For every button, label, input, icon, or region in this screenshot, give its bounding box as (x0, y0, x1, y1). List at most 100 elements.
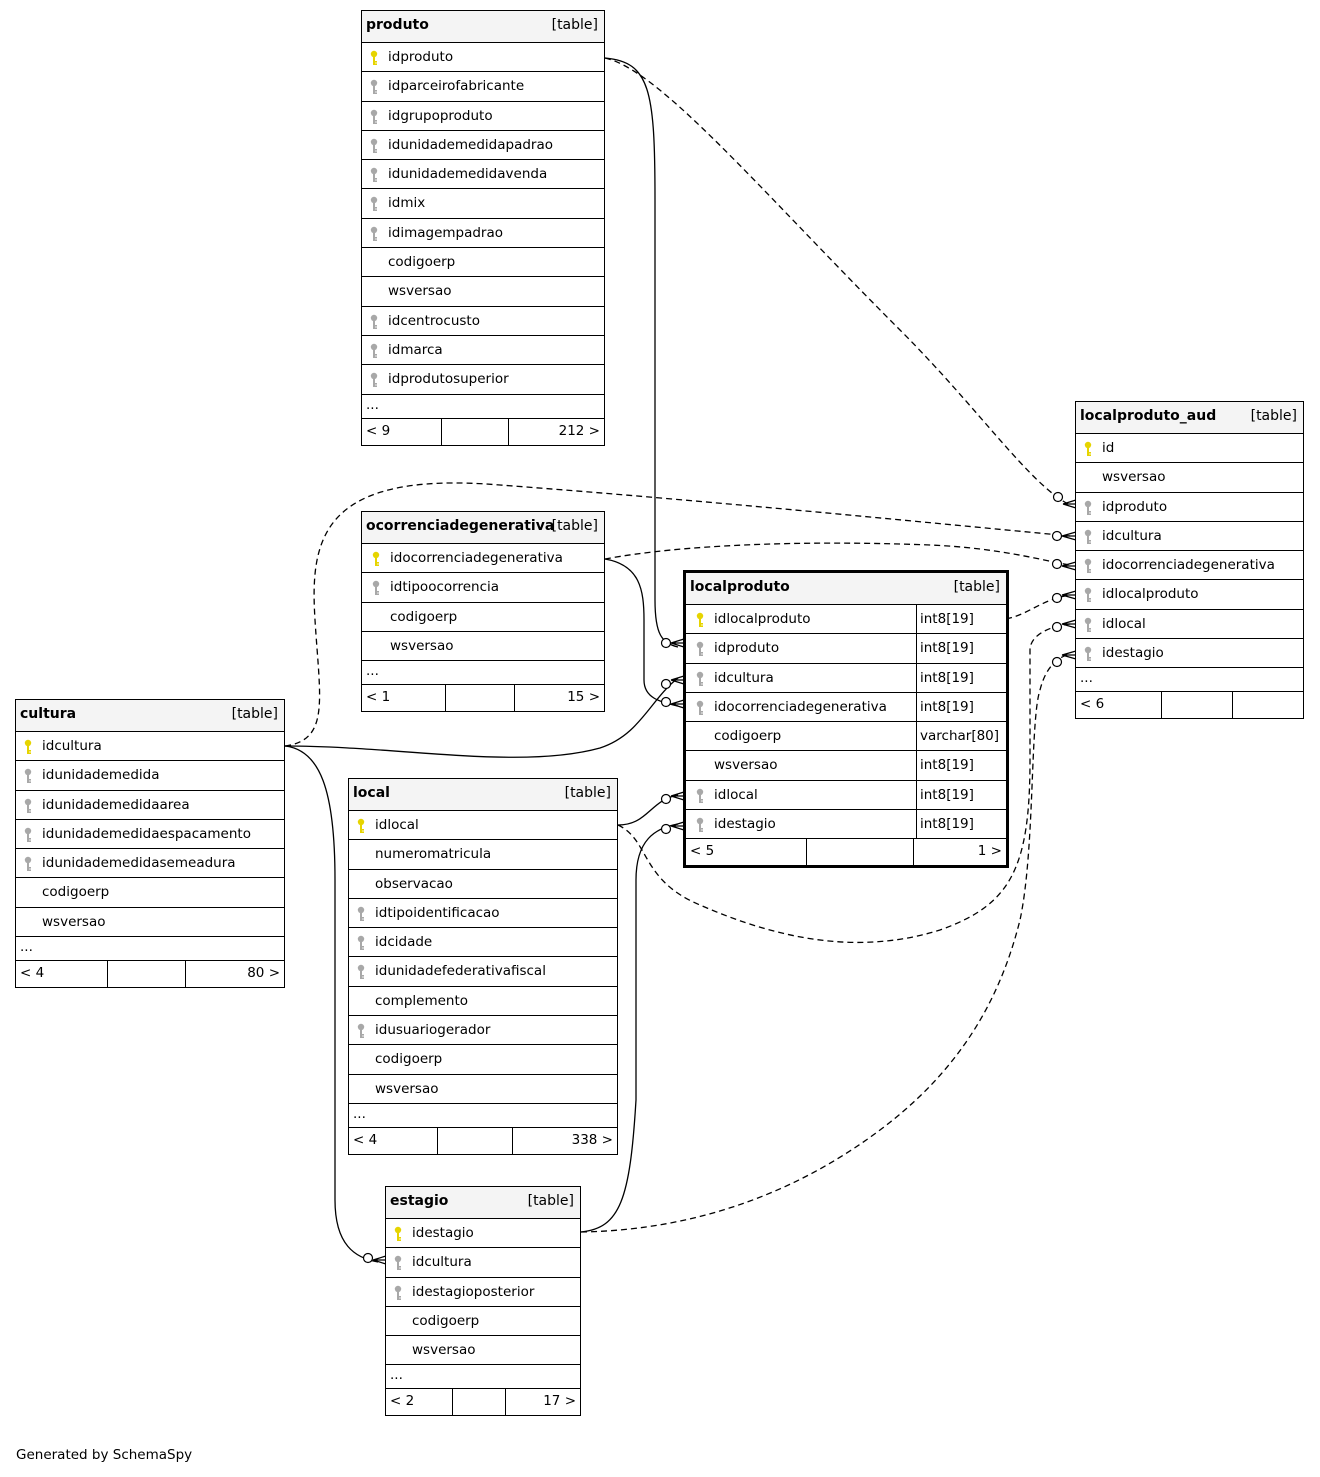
column-row-idmarca[interactable]: idmarca (362, 336, 604, 366)
primary-key-icon (24, 739, 32, 755)
parents-count[interactable]: < 1 (362, 685, 446, 712)
children-count[interactable]: 338 > (571, 1131, 613, 1148)
column-name-cell: idestagio (386, 1219, 580, 1247)
column-row-wsversao[interactable]: wsversao (1076, 463, 1303, 493)
column-row-idunidademedidaarea[interactable]: idunidademedidaarea (16, 791, 284, 820)
foreign-key-icon (394, 1285, 402, 1301)
column-row-idunidadefederativafiscal[interactable]: idunidadefederativafiscal (349, 957, 617, 987)
table-footer: < 1 15 > (362, 685, 604, 712)
children-count[interactable]: 80 > (247, 965, 280, 982)
column-row-idlocal[interactable]: idlocal (349, 811, 617, 841)
edge-estagio-localproduto-aud (580, 653, 1071, 1233)
column-row-idunidademedidasemeadura[interactable]: idunidademedidasemeadura (16, 849, 284, 879)
foreign-key-icon (696, 671, 704, 687)
parents-count[interactable]: < 9 (362, 418, 442, 445)
parents-count[interactable]: < 4 (16, 961, 108, 988)
column-row-observacao[interactable]: observacao (349, 870, 617, 899)
column-name: idlocal (375, 817, 419, 833)
column-name: idcentrocusto (388, 312, 480, 329)
column-name: idparceirofabricante (388, 78, 525, 95)
children-count[interactable]: 17 > (543, 1393, 576, 1410)
column-row-idestagioposterior[interactable]: idestagioposterior (386, 1278, 580, 1307)
column-type-cell: varchar[80] (916, 722, 1006, 751)
children-count[interactable]: 15 > (567, 689, 600, 706)
column-name: idmarca (388, 341, 443, 358)
column-row-idocorrenciadegenerativa[interactable]: idocorrenciadegenerativa (1076, 551, 1303, 581)
column-row-idocorrenciadegenerativa[interactable]: idocorrenciadegenerativa (362, 544, 604, 574)
column-row-wsversao[interactable]: wsversao (386, 1336, 580, 1366)
column-row-wsversao[interactable]: wsversao (362, 632, 604, 662)
column-row-idcentrocusto[interactable]: idcentrocusto (362, 307, 604, 336)
column-row-numeromatricula[interactable]: numeromatricula (349, 840, 617, 870)
column-row-codigoerp[interactable]: codigoerp (362, 248, 604, 278)
column-row-idlocalproduto[interactable]: idlocalproduto (1076, 580, 1303, 610)
column-name: idocorrenciadegenerativa (1102, 557, 1275, 574)
column-name-cell: wsversao (362, 277, 604, 305)
column-row-idunidademedidapadrao[interactable]: idunidademedidapadrao (362, 131, 604, 161)
column-row-idcultura[interactable]: idcultura (386, 1248, 580, 1278)
parents-count[interactable]: < 6 (1076, 692, 1162, 719)
parents-count[interactable]: < 4 (349, 1127, 438, 1154)
column-name-cell: wsversao (386, 1336, 580, 1364)
column-row-wsversao[interactable]: wsversao (362, 277, 604, 307)
column-row-idcultura[interactable]: idcultura (16, 732, 284, 762)
children-count[interactable] (1233, 692, 1303, 718)
column-row-codigoerp[interactable]: codigoerp (362, 603, 604, 632)
column-row-codigoerp[interactable]: codigoerp (349, 1045, 617, 1075)
parents-count[interactable]: < 2 (386, 1389, 453, 1416)
column-row-idunidademedidaespacamento[interactable]: idunidademedidaespacamento (16, 820, 284, 850)
column-row-idproduto[interactable]: idproduto (1076, 493, 1303, 522)
column-row-idusuariogerador[interactable]: idusuariogerador (349, 1016, 617, 1046)
column-row-idgrupoproduto[interactable]: idgrupoproduto (362, 102, 604, 131)
column-row-wsversao[interactable]: wsversao (16, 908, 284, 938)
column-row-idprodutosuperior[interactable]: idprodutosuperior (362, 365, 604, 395)
rows-count (446, 685, 515, 712)
children-count[interactable]: 1 > (977, 843, 1002, 860)
column-row-idunidademedidavenda[interactable]: idunidademedidavenda (362, 160, 604, 190)
column-name-cell: idestagio (686, 810, 916, 838)
column-row-idestagio[interactable]: idestagio (1076, 639, 1303, 669)
edge-endpoint-circle (1051, 621, 1063, 633)
column-row-idimagempadrao[interactable]: idimagempadrao (362, 219, 604, 249)
column-row-idunidademedida[interactable]: idunidademedida (16, 761, 284, 791)
column-row-codigoerp[interactable]: codigoerp (16, 878, 284, 908)
column-row-idtipoidentificacao[interactable]: idtipoidentificacao (349, 899, 617, 929)
column-row-complemento[interactable]: complemento (349, 987, 617, 1017)
column-row-idmix[interactable]: idmix (362, 189, 604, 219)
column-row-idestagio[interactable]: idestagio (386, 1219, 580, 1249)
column-name-cell: idcultura (1076, 522, 1303, 550)
foreign-key-icon (696, 641, 704, 657)
column-row-idproduto[interactable]: idproduto (362, 43, 604, 73)
table-ocorrenciadegenerativa[interactable]: ocorrenciadegenerativa [table] idocorren… (361, 511, 605, 713)
column-row-idcidade[interactable]: idcidade (349, 928, 617, 958)
column-row-id[interactable]: id (1076, 434, 1303, 464)
column-row-wsversao[interactable]: wsversao (349, 1075, 617, 1104)
column-row-idparceirofabricante[interactable]: idparceirofabricante (362, 72, 604, 102)
column-row-idlocal[interactable]: idlocal (1076, 610, 1303, 640)
column-row-codigoerp[interactable]: codigoerp (386, 1307, 580, 1337)
edge-endpoint-circle (660, 823, 672, 835)
foreign-key-icon (357, 935, 365, 951)
children-count[interactable]: 212 > (558, 422, 600, 439)
parents-count[interactable]: < 5 (686, 839, 807, 866)
column-name: idocorrenciadegenerativa (390, 550, 563, 566)
column-name: wsversao (412, 1342, 476, 1359)
column-row-idtipoocorrencia[interactable]: idtipoocorrencia (362, 573, 604, 603)
column-row-idcultura[interactable]: idcultura (1076, 522, 1303, 552)
column-list: idocorrenciadegenerativa idtipoocorrencia… (362, 544, 604, 662)
